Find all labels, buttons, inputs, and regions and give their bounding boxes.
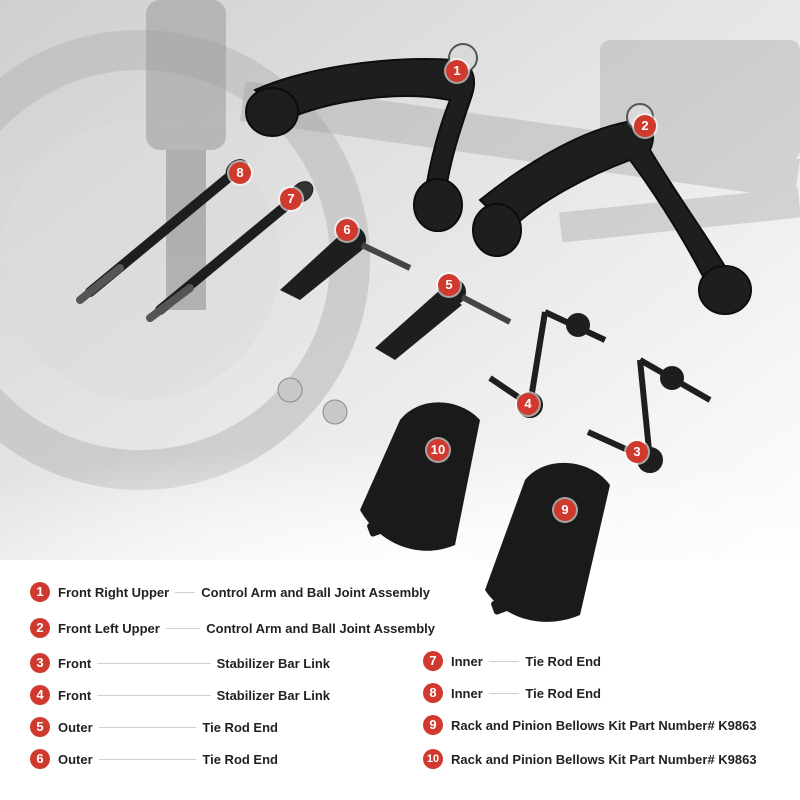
legend-item-2: 2 Front Left Upper Control Arm and Ball … — [30, 617, 435, 639]
legend-part-name: Front — [58, 655, 92, 671]
leader-line — [98, 726, 197, 728]
washers — [277, 377, 348, 425]
legend-number: 10 — [423, 749, 443, 769]
callout-badge-10: 10 — [427, 439, 449, 461]
legend-number: 1 — [30, 582, 50, 602]
callout-badge-6: 6 — [336, 219, 358, 241]
legend-item-8: 8 Inner Tie Rod End — [423, 682, 601, 704]
callout-badge-8: 8 — [229, 162, 251, 184]
inner-tie-rod-7 — [146, 181, 314, 322]
legend-item-5: 5 Outer Tie Rod End — [30, 716, 278, 738]
legend-item-4: 4 Front Stabilizer Bar Link — [30, 684, 330, 706]
legend-part-name: Outer — [58, 751, 93, 767]
leader-line — [488, 692, 520, 694]
legend-number: 5 — [30, 717, 50, 737]
legend-part-desc: Control Arm and Ball Joint Assembly — [201, 584, 430, 600]
leader-line — [175, 591, 196, 593]
legend-number: 7 — [423, 651, 443, 671]
callout-badge-5: 5 — [438, 274, 460, 296]
legend-item-1: 1 Front Right Upper Control Arm and Ball… — [30, 581, 430, 603]
legend-part-desc: Control Arm and Ball Joint Assembly — [206, 620, 435, 636]
callout-badge-9: 9 — [554, 499, 576, 521]
legend-part-desc: Tie Rod End — [202, 751, 278, 767]
legend-item-9: 9 Rack and Pinion Bellows Kit Part Numbe… — [423, 714, 783, 736]
legend-number: 2 — [30, 618, 50, 638]
legend-part-name: Front Left Upper — [58, 620, 160, 636]
bellows-9 — [485, 462, 610, 622]
legend-number: 9 — [423, 715, 443, 735]
legend-part-name: Front Right Upper — [58, 584, 170, 600]
legend-part-name: Inner — [451, 685, 483, 701]
control-arm-2 — [472, 103, 752, 315]
legend-item-6: 6 Outer Tie Rod End — [30, 748, 278, 770]
callout-badge-7: 7 — [280, 188, 302, 210]
legend-part-desc: Tie Rod End — [202, 719, 278, 735]
legend-part-name: Front — [58, 687, 92, 703]
legend-part-desc: Stabilizer Bar Link — [216, 655, 330, 671]
legend-number: 8 — [423, 683, 443, 703]
legend-part-name: Inner — [451, 653, 483, 669]
callout-badge-4: 4 — [517, 393, 539, 415]
legend-part-desc: Tie Rod End — [525, 685, 601, 701]
legend-number: 4 — [30, 685, 50, 705]
legend-number: 3 — [30, 653, 50, 673]
leader-line — [97, 662, 211, 664]
legend-part-desc: Tie Rod End — [525, 653, 601, 669]
legend-part-name: Rack and Pinion Bellows Kit Part Number#… — [451, 751, 757, 767]
callout-badge-2: 2 — [634, 115, 656, 137]
bellows-10 — [360, 402, 480, 551]
legend-part-desc: Stabilizer Bar Link — [216, 687, 330, 703]
legend-part-name: Rack and Pinion Bellows Kit Part Number#… — [451, 717, 757, 733]
legend-item-10: 10 Rack and Pinion Bellows Kit Part Numb… — [423, 748, 783, 770]
legend-part-name: Outer — [58, 719, 93, 735]
leader-line — [97, 694, 211, 696]
leader-line — [165, 627, 201, 629]
legend-number: 6 — [30, 749, 50, 769]
callout-badge-1: 1 — [446, 60, 468, 82]
legend-item-7: 7 Inner Tie Rod End — [423, 650, 601, 672]
leader-line — [98, 758, 197, 760]
leader-line — [488, 660, 520, 662]
legend-item-3: 3 Front Stabilizer Bar Link — [30, 652, 330, 674]
callout-badge-3: 3 — [626, 441, 648, 463]
